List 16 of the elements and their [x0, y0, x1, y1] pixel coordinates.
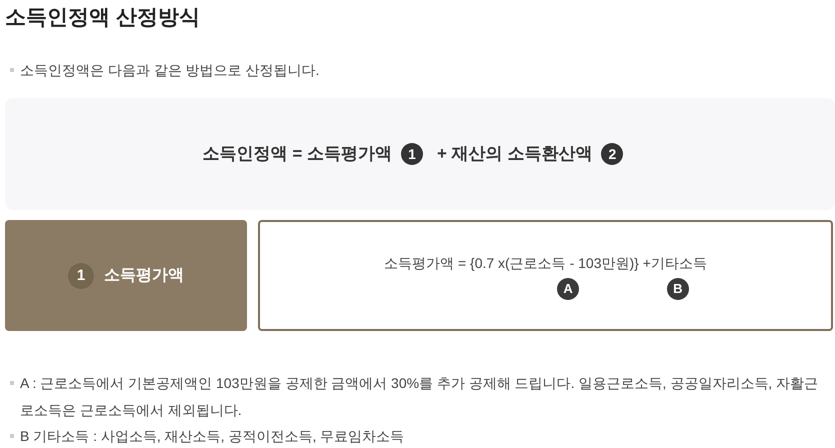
section-header-box	[5, 220, 247, 331]
section-title: 소득평가액	[104, 266, 184, 286]
formula-panel	[5, 98, 835, 210]
number-marker: 2	[601, 143, 624, 165]
formula-box	[258, 220, 833, 331]
number-marker: 1	[401, 143, 423, 165]
note-text: B 기타소득 : 사업소득, 재산소득, 공적이전소득, 무료임차소득	[20, 427, 404, 446]
formula-text: 소득인정액 = 소득평가액	[202, 143, 392, 165]
formula-text: 소득평가액 = {0.7 x(근로소득 - 103만원)} +기타소득	[384, 254, 707, 273]
note-text: 소득인정액은 다음과 같은 방법으로 산정됩니다.	[20, 61, 320, 80]
page-title: 소득인정액 산정방식	[5, 5, 200, 31]
letter-marker: A	[557, 278, 580, 300]
formula-text: + 재산의 소득환산액	[437, 143, 592, 165]
letter-marker: B	[666, 278, 689, 300]
note-text: A : 근로소득에서 기본공제액인 103만원을 공제한 금액에서 30%를 추가 공제해 드립니다. 일용근로소득, 공공일자리소득, 자활근로소득은 근로소득에서 제외됩니다.	[20, 374, 820, 420]
number-marker: 1	[68, 262, 94, 288]
